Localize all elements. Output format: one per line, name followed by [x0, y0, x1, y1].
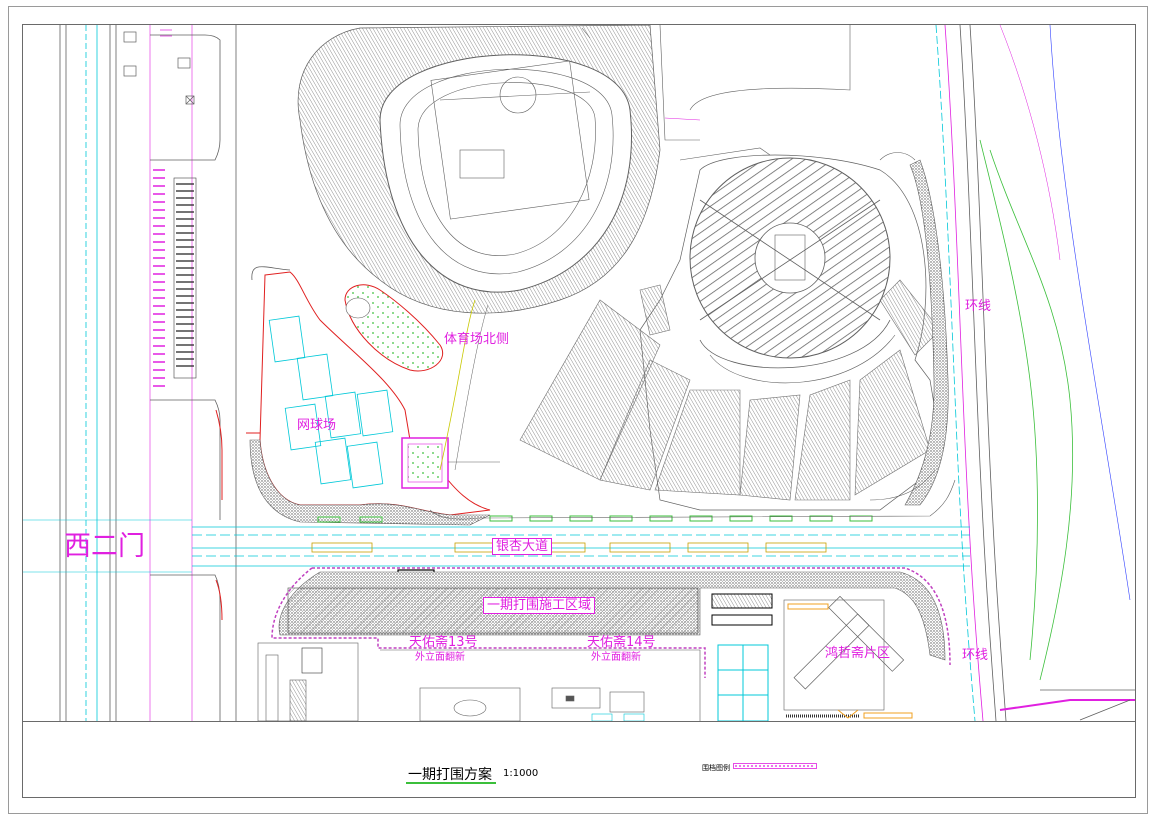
stadium-north-plaza — [344, 284, 443, 372]
ginkgo-avenue-label: 银杏大道 — [492, 538, 553, 555]
parking-stalls-west — [173, 177, 197, 379]
site-plan-map: 西二门 银杏大道 体育场北侧 网球场 环线 环线 一期打围施工区域 天佑斋13号… — [23, 25, 1135, 721]
hongzhe-area-label: 鸿哲斋片区 — [825, 646, 891, 661]
plan-title-underline — [406, 782, 496, 784]
stadium — [297, 25, 661, 314]
gymnasium — [639, 154, 941, 511]
plaza-gate — [401, 299, 500, 489]
tianyouzhai14-note: 外立面翻新 — [591, 652, 641, 663]
gate-posts — [123, 29, 195, 105]
gym-east-green-strip — [679, 147, 949, 506]
west-road — [59, 25, 237, 721]
tennis-court-label: 网球场 — [297, 418, 337, 433]
title-block — [23, 721, 1135, 798]
tianyouzhai13-label: 天佑斋13号 — [409, 635, 478, 650]
tennis-area — [249, 266, 491, 526]
tianyouzhai14-label: 天佑斋14号 — [587, 635, 656, 650]
tianyouzhai13-note: 外立面翻新 — [415, 652, 465, 663]
legend-label: 围档图例 — [702, 764, 730, 772]
drawing-frame — [22, 24, 1136, 798]
ring-road — [935, 25, 1135, 721]
stadium-east-stand — [659, 25, 851, 141]
parking-stripes-west — [153, 169, 165, 387]
avenue-planters-north — [317, 479, 956, 523]
hongzhe-area — [711, 593, 913, 721]
phase1-zone-label: 一期打围施工区域 — [483, 597, 596, 614]
west-gate-label: 西二门 — [64, 531, 145, 562]
red-curbs — [215, 409, 262, 621]
gym-stands — [519, 279, 941, 501]
hoarding-legend-swatch — [733, 763, 817, 769]
plan-title: 一期打围方案 — [408, 767, 492, 783]
ring-road-upper-label: 环线 — [965, 299, 992, 314]
stadium-north-label: 体育场北侧 — [444, 332, 510, 347]
tennis-courts — [268, 315, 394, 489]
south-buildings — [257, 642, 701, 721]
ring-road-lower-label: 环线 — [962, 648, 989, 663]
plan-scale: 1:1000 — [503, 768, 539, 779]
